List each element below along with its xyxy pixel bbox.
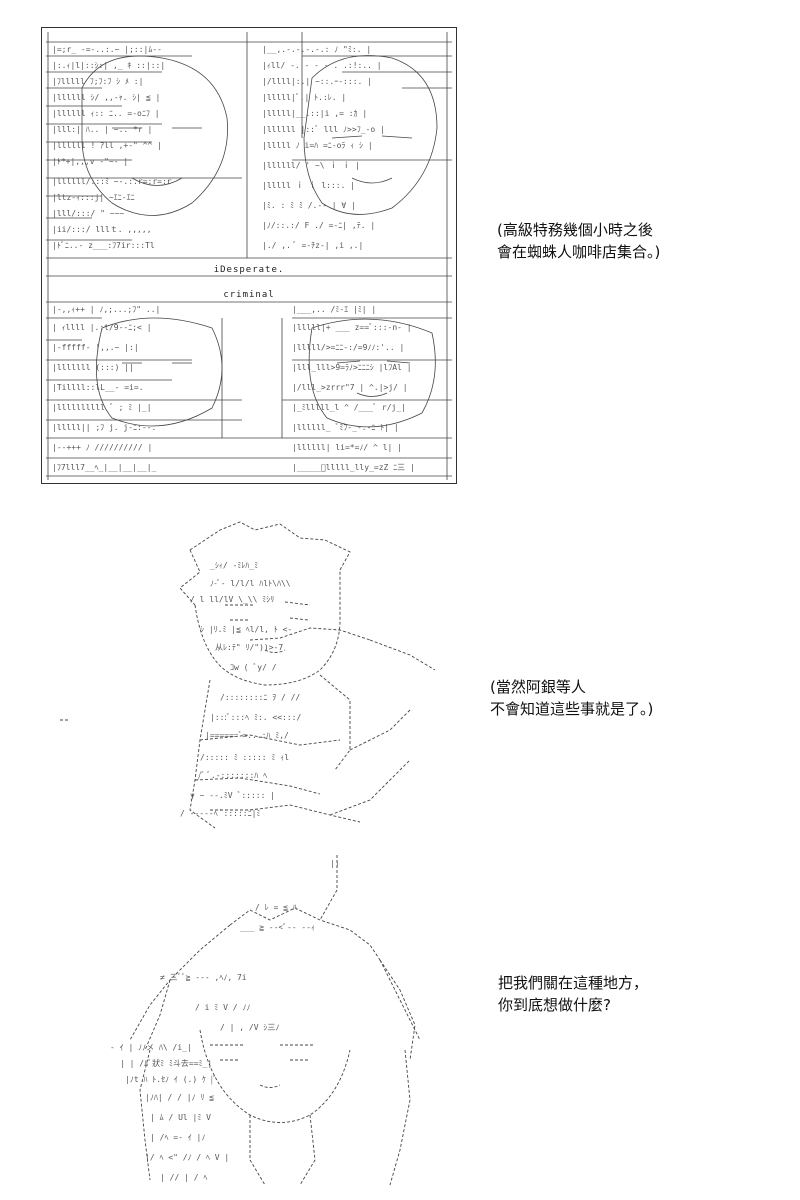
svg-text:|ﾌ7lll7__ﾍ_|__|__|__|_: |ﾌ7lll7__ﾍ_|__|__|__|_ <box>52 463 157 472</box>
svg-text:|ｨll/ -. - - - . .:!:.. |: |ｨll/ -. - - - . .:!:.. | <box>262 61 382 70</box>
svg-text:ｺw ( ﾞy/ /: ｺw ( ﾞy/ / <box>230 663 277 672</box>
caption-2-line-2: 不會知道這些事就是了。) <box>490 700 654 718</box>
ascii-art-figures-1: |=;r_ -=-..:.~ |;::|ﾑ-- |:.ｨ|l|::ｼ:| ,_ … <box>46 32 452 480</box>
svg-text:|_ﾐlllll_l ^ /___ﾞ r/j_|: |_ﾐlllll_l ^ /___ﾞ r/j_| <box>292 403 406 412</box>
svg-text:|--+++ ﾉ ////////// |: |--+++ ﾉ ////////// | <box>52 443 152 452</box>
svg-text:|llllll_ ﾞﾐﾌ-_-.-ﾆ ﾄ| |: |llllll_ ﾞﾐﾌ-_-.-ﾆ ﾄ| | <box>292 423 399 432</box>
svg-text:|llllll |::ﾞ lll ﾉ>>ﾌ_-o |: |llllll |::ﾞ lll ﾉ>>ﾌ_-o | <box>262 125 385 134</box>
svg-text:|ﾌlllll ﾌ;ﾌ:ﾌ ｼ ﾒ :|: |ﾌlllll ﾌ;ﾌ:ﾌ ｼ ﾒ :| <box>52 77 143 86</box>
svg-text:___ ≧ --<ﾞ-- --ｨ: ___ ≧ --<ﾞ-- --ｨ <box>240 923 315 932</box>
svg-text:|ﾐ. : ﾐ ﾐ /.-- | ∀ |: |ﾐ. : ﾐ ﾐ /.-- | ∀ | <box>262 201 356 210</box>
svg-text:|ii/:::/ lllｔ. ,,,,,: |ii/:::/ lllｔ. ,,,,, <box>52 225 152 234</box>
svg-text:|__,.-.-.-.-.: ﾉ "ﾐ:. |: |__,.-.-.-.-.: ﾉ "ﾐ:. | <box>262 45 371 54</box>
svg-text:从ﾚ:ﾃ" ﾘ/"))>-7: 从ﾚ:ﾃ" ﾘ/"))>-7 <box>215 643 283 652</box>
svg-text:|lllll|| ;ﾌ j. j-ﾆ:--.: |lllll|| ;ﾌ j. j-ﾆ:--. <box>52 423 156 432</box>
svg-text:|/lll_>zrrr"7 | ^.|>j/ |: |/lll_>zrrr"7 | ^.|>j/ | <box>292 383 408 392</box>
ascii-art-figure-2: _ｼｨ/ -ﾐﾚﾊ_ﾐ ﾉ-ﾞ- l/l/l ﾊlﾄ\ﾊ\\ / l ll/lV… <box>60 521 436 829</box>
caption-3: 把我們關在這種地方， 你到底想做什麼? <box>498 972 648 1016</box>
svg-text:y ~ --.ﾐV ﾞ::::: |: y ~ --.ﾐV ﾞ::::: | <box>190 791 275 800</box>
svg-text:ｼ |ﾘ.ﾐ |≦ ﾍl/l, ﾄ <-: ｼ |ﾘ.ﾐ |≦ ﾍl/l, ﾄ <- <box>200 625 292 634</box>
svg-text:|llllll ! ｱll ,+-" ^^ |: |llllll ! ｱll ,+-" ^^ | <box>52 141 162 150</box>
ascii-art-panel-2: _ｼｨ/ -ﾐﾚﾊ_ﾐ ﾉ-ﾞ- l/l/l ﾊlﾄ\ﾊ\\ / l ll/lV… <box>50 510 470 840</box>
svg-text:| // | / ﾍ: | // | / ﾍ <box>160 1173 207 1182</box>
caption-3-line-1: 把我們關在這種地方， <box>498 974 649 992</box>
svg-text:| /ﾍ =- ｲ |ﾉ: | /ﾍ =- ｲ |ﾉ <box>150 1133 205 1142</box>
caption-3-line-2: 你到底想做什麼? <box>498 996 611 1014</box>
art-text-desperate: iDesperate. <box>213 265 285 275</box>
svg-text:|lllll|+ ___ z==ﾞ:::-n- |: |lllll|+ ___ z==ﾞ:::-n- | <box>292 323 412 332</box>
svg-text:|ﾄﾞﾆ..- z___:ﾌ7ir:::Tl: |ﾄﾞﾆ..- z___:ﾌ7ir:::Tl <box>52 241 155 250</box>
svg-text:| | /ﾑﾞ狀ﾐ ﾐ斗去==ﾐ_|: | | /ﾑﾞ狀ﾐ ﾐ斗去==ﾐ_| <box>120 1058 212 1068</box>
svg-text:|======ﾞ=...:ﾊ ﾐ,/: |======ﾞ=...:ﾊ ﾐ,/ <box>205 731 289 740</box>
svg-text:/ i ﾐ V / ﾉﾉ: / i ﾐ V / ﾉﾉ <box>195 1003 250 1012</box>
caption-2: (當然阿銀等人 不會知道這些事就是了。) <box>490 676 653 720</box>
svg-text:||: || <box>330 859 340 868</box>
svg-text:ﾉ-ﾞ- l/l/l ﾊlﾄ\ﾊ\\: ﾉ-ﾞ- l/l/l ﾊlﾄ\ﾊ\\ <box>210 579 291 588</box>
svg-text:|ltz-ｨ:::j| ~ｴﾆ-ｴﾆ: |ltz-ｨ:::j| ~ｴﾆ-ｴﾆ <box>52 193 135 202</box>
svg-text:|ﾉﾊ| / / |ﾉ ﾘ ≦: |ﾉﾊ| / / |ﾉ ﾘ ≦ <box>145 1093 214 1102</box>
art-text-criminal: criminal <box>223 290 275 300</box>
svg-text:|ﾉt ﾊ ﾄ.ｾﾉ ｲ (.) ｹ |ﾞ: |ﾉt ﾊ ﾄ.ｾﾉ ｲ (.) ｹ |ﾞ <box>125 1075 217 1084</box>
svg-text:/::::::::ﾆ ｦ / //: /::::::::ﾆ ｦ / // <box>220 693 300 702</box>
svg-text:/ l ll/lV \_\\ ﾐｼﾘ: / l ll/lV \_\\ ﾐｼﾘ <box>190 595 274 604</box>
svg-text:_ｼｨ/ -ﾐﾚﾊ_ﾐ: _ｼｨ/ -ﾐﾚﾊ_ﾐ <box>210 561 258 570</box>
ascii-art-panel-3: || / ﾚ = ≦ ﾊ ___ ≧ --<ﾞ-- --ｨ ≠ 三ﾞﾞ≧ ---… <box>50 850 470 1190</box>
svg-text:|ﾉ/::.:/ F ./ =-ﾆ| ,ﾃ. |: |ﾉ/::.:/ F ./ =-ﾆ| ,ﾃ. | <box>262 221 375 230</box>
svg-text:|=;r_ -=-..:.~ |;::|ﾑ--: |=;r_ -=-..:.~ |;::|ﾑ-- <box>52 45 162 54</box>
svg-text:≠ 三ﾞﾞ≧ --- ,ﾍﾉ, 7i: ≠ 三ﾞﾞ≧ --- ,ﾍﾉ, 7i <box>160 973 247 982</box>
svg-text:|llllll ｨ:: ﾆ.. =-oﾆﾌ |: |llllll ｨ:: ﾆ.. =-oﾆﾌ | <box>52 109 160 118</box>
svg-text:/ | , /V ｼ三ﾉ: / | , /V ｼ三ﾉ <box>220 1023 279 1032</box>
svg-text:|:::ﾞ:::ﾍ ﾐ:. <<:::/: |:::ﾞ:::ﾍ ﾐ:. <<:::/ <box>210 713 301 722</box>
svg-text:|ﾄ*+|,,,v -"~- |: |ﾄ*+|,,,v -"~- | <box>52 157 128 166</box>
svg-text:|llllll/:::ﾐ ~-.:.r=:r=:r: |llllll/:::ﾐ ~-.:.r=:r=:r <box>52 177 172 186</box>
svg-text:|lllllll (:::) ||: |lllllll (:::) || <box>52 363 134 372</box>
caption-2-line-1: (當然阿銀等人 <box>490 678 586 696</box>
caption-1-line-2: 會在蜘蛛人咖啡店集合。) <box>497 243 661 261</box>
caption-1-line-1: (高級特務幾個小時之後 <box>497 221 653 239</box>
svg-text:|./ ,. ﾞ =-ﾁz-| ,i ,.|: |./ ,. ﾞ =-ﾁz-| ,i ,.| <box>262 241 363 250</box>
svg-text:|_____ﾞlllll_lly_=zZ ﾆ三 |: |_____ﾞlllll_lly_=zZ ﾆ三 | <box>292 463 415 472</box>
svg-text:/ﾞ ﾞ.-:::::::ﾊ ﾍ: /ﾞ ﾞ.-:::::::ﾊ ﾍ <box>198 771 267 780</box>
caption-1: (高級特務幾個小時之後 會在蜘蛛人咖啡店集合。) <box>497 219 660 263</box>
svg-text:|lllll|ﾞ.| ﾄ.:ﾚ. |: |lllll|ﾞ.| ﾄ.:ﾚ. | <box>262 93 346 102</box>
svg-text:| ﾑ / Ul |ﾐ V: | ﾑ / Ul |ﾐ V <box>150 1113 211 1122</box>
svg-text:|:.ｨ|l|::ｼ:| ,_ ｷ ::|::|: |:.ｨ|l|::ｼ:| ,_ ｷ ::|::| <box>52 61 165 70</box>
svg-text:|lll_lll>9=ﾗﾉ>ﾆﾆﾆｼ |lﾌAl |: |lll_lll>9=ﾗﾉ>ﾆﾆﾆｼ |lﾌAl | <box>292 363 412 372</box>
svg-text:|llllll| li=*=ﾉ/ ^ l| |: |llllll| li=*=ﾉ/ ^ l| | <box>292 443 402 452</box>
svg-text:|llllllllll ﾞ ; ﾐ |_|: |llllllllll ﾞ ; ﾐ |_| <box>52 403 152 412</box>
svg-text:|-,,ｨ++ | ﾉ,;...;ﾌ" ..|: |-,,ｨ++ | ﾉ,;...;ﾌ" ..| <box>52 305 160 314</box>
ascii-art-panel-1: |=;r_ -=-..:.~ |;::|ﾑ-- |:.ｨ|l|::ｼ:| ,_ … <box>41 27 457 484</box>
svg-text:|/ ﾍ <" /ﾉ / ﾍ V |: |/ ﾍ <" /ﾉ / ﾍ V | <box>145 1153 229 1162</box>
svg-text:|lllll|__.::|i ,= :ｶ |: |lllll|__.::|i ,= :ｶ | <box>262 109 367 118</box>
svg-text:|/llll|:.| ~::.ｰ-:::. |: |/llll|:.| ~::.ｰ-:::. | <box>262 77 372 86</box>
ascii-art-figure-3: || / ﾚ = ≦ ﾊ ___ ≧ --<ﾞ-- --ｨ ≠ 三ﾞﾞ≧ ---… <box>110 855 421 1186</box>
svg-text:/ -----ﾍ ﾞ:::::ﾆ|ﾐ: / -----ﾍ ﾞ:::::ﾆ|ﾐ <box>180 809 260 818</box>
svg-text:|lll:| ﾊ.. | ~.. *r |: |lll:| ﾊ.. | ~.. *r | <box>52 125 152 134</box>
svg-text:| ｨllll |.:t/9--ﾆ;< |: | ｨllll |.:t/9--ﾆ;< | <box>52 323 152 332</box>
svg-text:/ ﾚ = ≦ ﾊ: / ﾚ = ≦ ﾊ <box>255 903 297 912</box>
svg-text:|lll/:::/ " ~~~: |lll/:::/ " ~~~ <box>52 209 124 218</box>
svg-text:|lllll ｉ ｉ l:::. |: |lllll ｉ ｉ l:::. | <box>262 181 355 190</box>
svg-text:|llllll/ ' ~\ ｉ ｉ |: |llllll/ ' ~\ ｉ ｉ | <box>262 161 360 170</box>
svg-text:|___,.. /ﾐ-ｴ |ﾐ| |: |___,.. /ﾐ-ｴ |ﾐ| | <box>292 305 376 314</box>
svg-text:|lllll ﾉ i=ﾊ =ﾆ-oﾗ ｨ ｼ |: |lllll ﾉ i=ﾊ =ﾆ-oﾗ ｨ ｼ | <box>262 141 373 150</box>
svg-text:|lllll/>=ﾆﾆ-:/=9ﾉﾉ:'.. |: |lllll/>=ﾆﾆ-:/=9ﾉﾉ:'.. | <box>292 343 404 352</box>
svg-text:/::::: ﾐ ::::: ﾐ ｨl: /::::: ﾐ ::::: ﾐ ｨl <box>200 753 289 762</box>
svg-text:- ｲ | ﾉﾉメ ﾊ\ /i_|: - ｲ | ﾉﾉメ ﾊ\ /i_| <box>110 1043 192 1052</box>
svg-text:|llllll ｼ/ ,,-ｬ. ｼ| ≦ |: |llllll ｼ/ ,,-ｬ. ｼ| ≦ | <box>52 93 160 102</box>
svg-text:|Tillll::lL__- =i=.: |Tillll::lL__- =i=. <box>52 383 144 392</box>
svg-text:|-fffff- |,,.~ |:|: |-fffff- |,,.~ |:| <box>52 343 139 352</box>
